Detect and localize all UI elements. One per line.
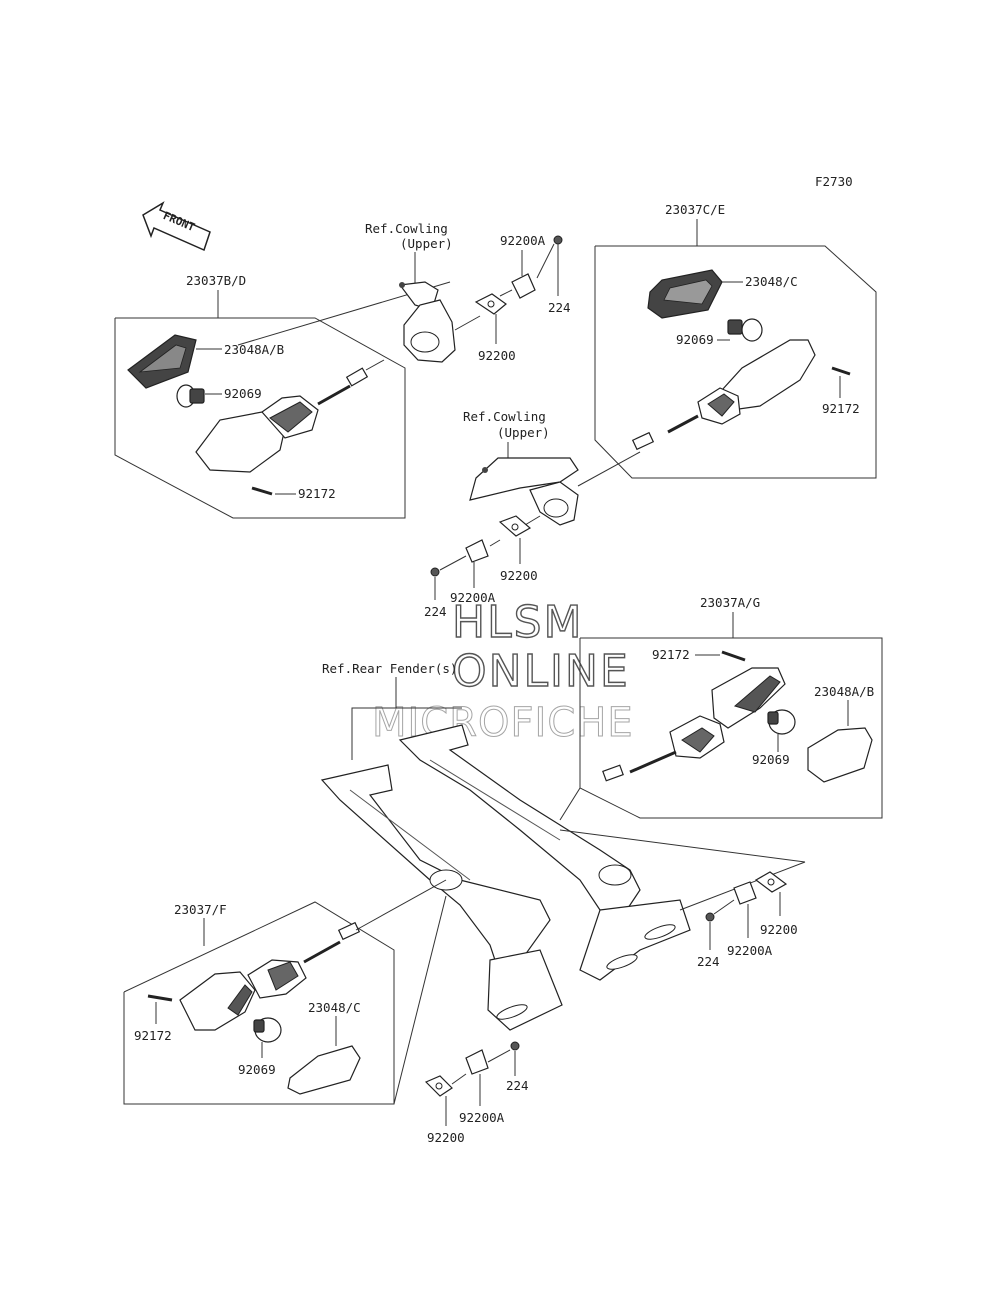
rear-fender-frame (320, 724, 691, 1031)
label-ref-cowling-1b: (Upper) (400, 236, 453, 251)
label-92172-2: 92172 (822, 401, 860, 416)
group-23037ce: 23037C/E 23048/C 92069 92172 (594, 202, 877, 479)
label-92200-3: 92200 (760, 922, 798, 937)
label-ref-cowling-1a: Ref.Cowling (365, 221, 448, 236)
turn-signal-body (179, 921, 361, 1031)
clip-nut-part (465, 1049, 489, 1075)
watermark-line2: ONLINE (452, 646, 630, 697)
label-23037ce: 23037C/E (665, 202, 725, 217)
label-92069-1: 92069 (224, 386, 262, 401)
turn-signal-body (631, 339, 816, 451)
front-arrow-icon: FRONT (142, 201, 211, 252)
label-92172-1: 92172 (298, 486, 336, 501)
label-23037f: 23037/F (174, 902, 227, 917)
clip-nut-part (511, 273, 536, 299)
label-92172-4: 92172 (134, 1028, 172, 1043)
label-23048c-1: 23048/C (745, 274, 798, 289)
label-92172-3: 92172 (652, 647, 690, 662)
watermark-line1: HLSM (452, 597, 584, 648)
label-92200a-4: 92200A (459, 1110, 505, 1125)
group-23037f: 23037/F 92172 92069 23048/C (123, 879, 447, 1105)
cowling-bracket-middle (469, 457, 579, 526)
turn-signal-body (602, 667, 786, 782)
label-92069-3: 92069 (752, 752, 790, 767)
clip-nut-part (465, 539, 489, 563)
cowling-bracket-upper (398, 281, 456, 363)
bulb-part (176, 384, 205, 408)
label-92200-1: 92200 (478, 348, 516, 363)
label-ref-rear-fender: Ref.Rear Fender(s) (322, 661, 457, 676)
label-92200a-2: 92200A (450, 590, 496, 605)
group-23037ag: 23037A/G 92172 92069 23048A/B (579, 595, 883, 819)
label-92200a-1: 92200A (500, 233, 546, 248)
watermark: HLSM ONLINE MICROFICHE (372, 596, 634, 746)
label-92200-2: 92200 (500, 568, 538, 583)
bulb-part (253, 1017, 282, 1043)
label-23037bd: 23037B/D (186, 273, 246, 288)
lens-part (287, 1045, 361, 1095)
bulb-part (767, 709, 796, 735)
label-ref-cowling-2a: Ref.Cowling (463, 409, 546, 424)
label-224-3: 224 (697, 954, 720, 969)
turn-signal-body (195, 359, 385, 473)
lens-part (807, 727, 873, 783)
label-23048ab-2: 23048A/B (814, 684, 874, 699)
label-224-1: 224 (548, 300, 571, 315)
label-224-4: 224 (506, 1078, 529, 1093)
label-23048c-2: 23048/C (308, 1000, 361, 1015)
clip-nut-part (733, 881, 757, 905)
label-92069-2: 92069 (676, 332, 714, 347)
label-92200a-3: 92200A (727, 943, 773, 958)
figure-code: F2730 (815, 174, 853, 189)
label-224-2: 224 (424, 604, 447, 619)
group-23037bd: 23037B/D 23048A/B 92069 92172 (114, 273, 451, 519)
label-92069-4: 92069 (238, 1062, 276, 1077)
label-ref-cowling-2b: (Upper) (497, 425, 550, 440)
screw-part (510, 1041, 520, 1051)
label-23048ab-1: 23048A/B (224, 342, 284, 357)
label-23037ag: 23037A/G (700, 595, 760, 610)
bulb-part (727, 318, 763, 342)
label-92200-4: 92200 (427, 1130, 465, 1145)
